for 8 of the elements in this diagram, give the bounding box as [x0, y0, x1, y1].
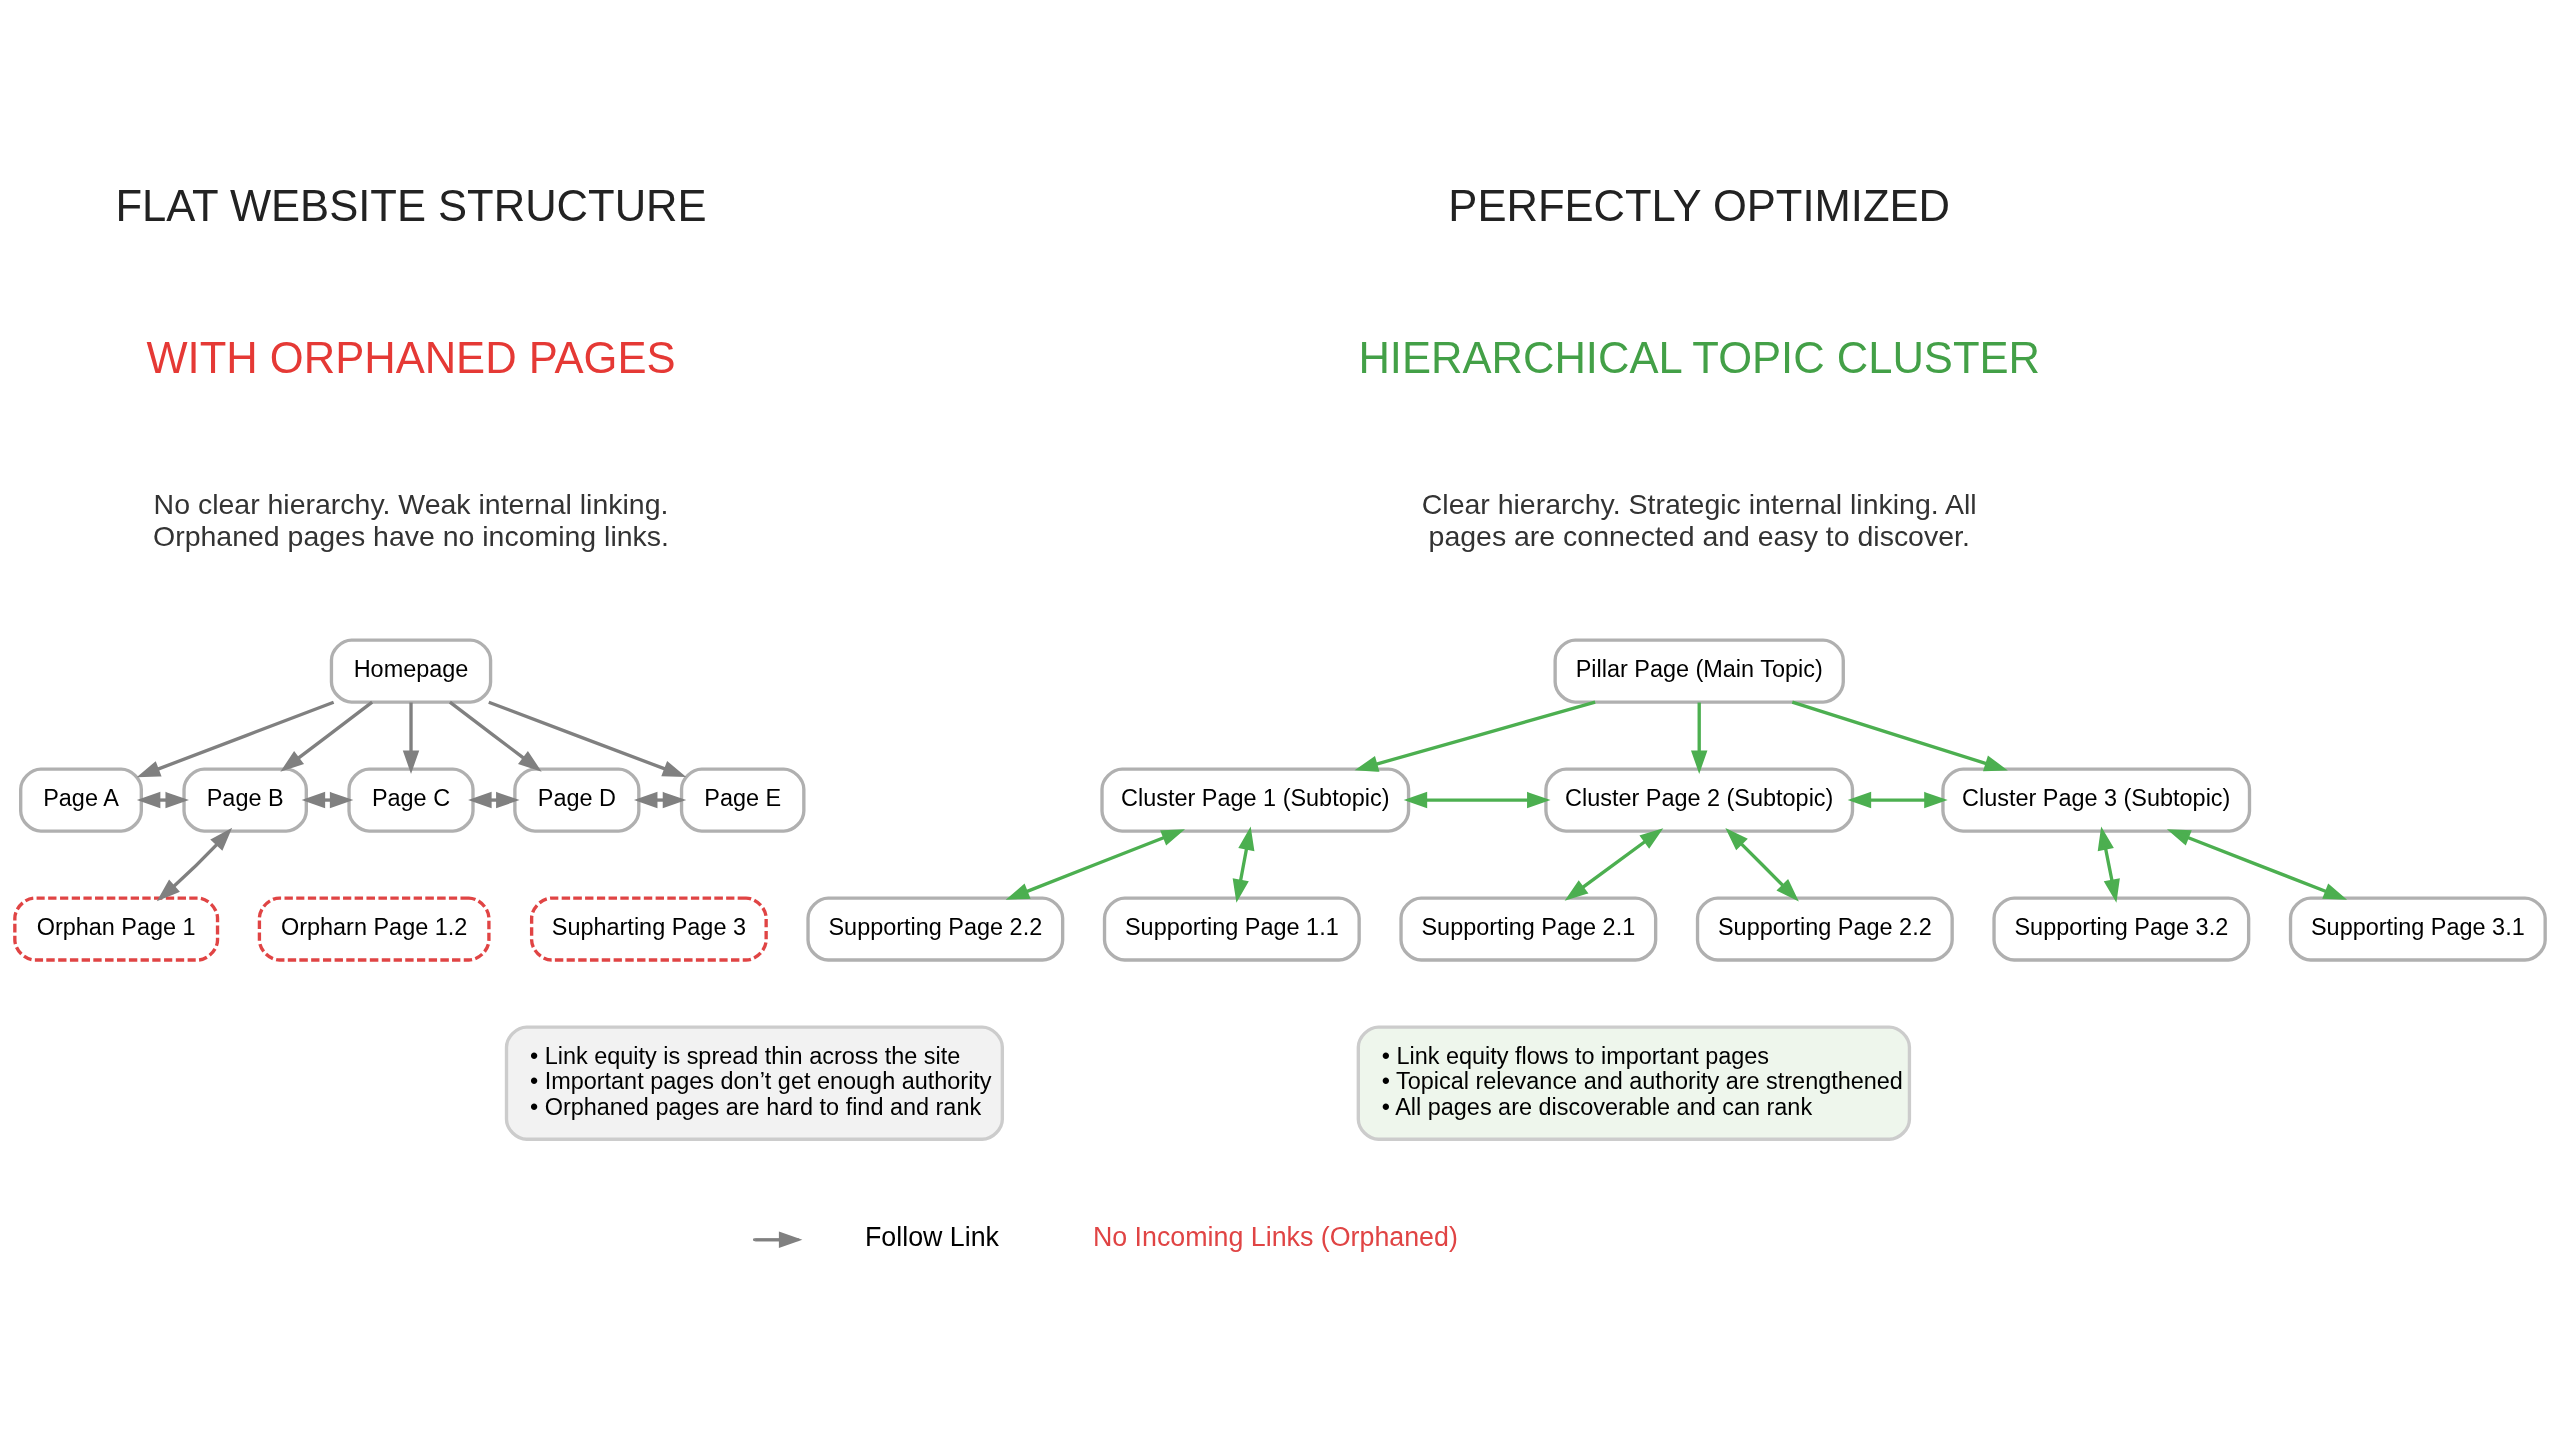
label: FLAT WEBSITE STRUCTURE: [115, 181, 707, 230]
legend-label: Follow Link: [864, 1221, 1000, 1252]
label: HIERARCHICAL TOPIC CLUSTER: [1358, 333, 2040, 382]
label: No clear hierarchy. Weak internal linking. Orphaned pages have no incoming links.: [153, 487, 669, 552]
label: Clear hierarchy. Strategic internal linking. All pages are connected and easy to discover.: [1421, 487, 1977, 552]
label: PERFECTLY OPTIMIZED: [1448, 181, 1951, 230]
label: WITH ORPHANED PAGES: [146, 333, 676, 382]
legend-label: No Incoming Links (Orphaned): [1092, 1221, 1458, 1252]
